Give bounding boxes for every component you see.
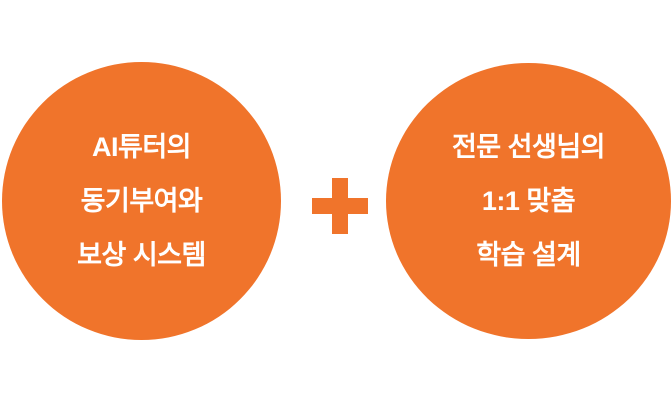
right-circle: 전문 선생님의 1:1 맞춤 학습 설계 [386, 63, 671, 339]
right-circle-line-2: 1:1 맞춤 [481, 186, 576, 216]
left-circle: AI튜터의 동기부여와 보상 시스템 [2, 62, 281, 340]
right-circle-line-1: 전문 선생님의 [451, 132, 606, 162]
plus-icon [312, 178, 368, 234]
left-circle-line-2: 동기부여와 [80, 186, 203, 216]
left-circle-line-1: AI튜터의 [91, 132, 192, 162]
right-circle-line-3: 학습 설계 [476, 240, 581, 270]
left-circle-line-3: 보상 시스템 [77, 240, 206, 270]
